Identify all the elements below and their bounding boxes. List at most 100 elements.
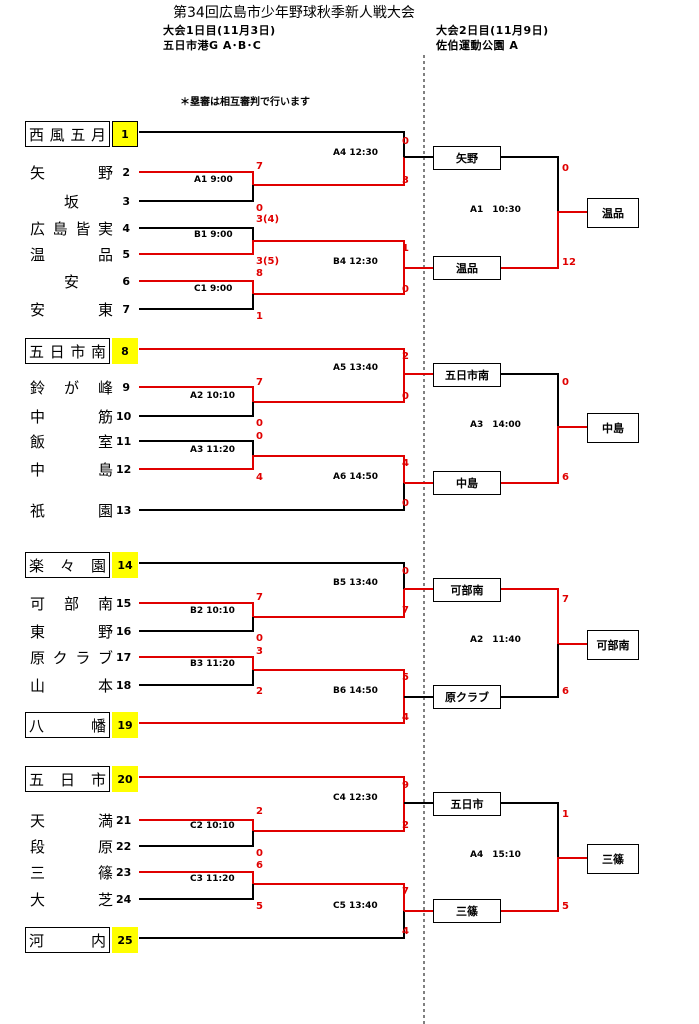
score: 4 — [402, 712, 409, 723]
score: 0 — [256, 431, 263, 442]
score: 0 — [402, 498, 409, 509]
score: 1 — [256, 311, 263, 322]
team-21-name: 天満 — [30, 811, 113, 830]
team-20-name: 五日市 — [25, 766, 110, 792]
day2-label: 大会2日目(11月9日) — [436, 24, 549, 37]
team-11-number: 11 — [116, 435, 132, 448]
score: 0 — [256, 848, 263, 859]
score: 0 — [402, 566, 409, 577]
team-8-name: 五日市南 — [25, 338, 110, 364]
game-label: B1 9:00 — [194, 230, 233, 240]
game-label: B5 13:40 — [333, 578, 378, 588]
team-5-name: 温品 — [30, 245, 113, 264]
score: 0 — [256, 418, 263, 429]
team-14-number: 14 — [112, 552, 138, 578]
team-11-name: 飯室 — [30, 432, 113, 451]
game-label: A3 11:20 — [190, 445, 236, 455]
score: 5 — [256, 901, 263, 912]
game-label: A6 14:50 — [333, 472, 379, 482]
winner-box: 三篠 — [587, 844, 639, 874]
team-10-name: 中筋 — [30, 407, 113, 426]
score: 7 — [402, 886, 409, 897]
team-1-name: 西風五月 — [25, 121, 110, 147]
team-2-name: 矢野 — [30, 163, 113, 182]
team-21-number: 21 — [116, 814, 132, 827]
score: 0 — [402, 284, 409, 295]
team-9-number: 9 — [122, 381, 130, 394]
team-23-name: 三篠 — [30, 863, 113, 882]
score: 8 — [256, 268, 263, 279]
game-label: B2 10:10 — [190, 606, 235, 616]
game-label: B6 14:50 — [333, 686, 378, 696]
round2-team-box: 温品 — [433, 256, 501, 280]
team-22-number: 22 — [116, 840, 132, 853]
score: 2 — [256, 686, 263, 697]
team-25-number: 25 — [112, 927, 138, 953]
game-label: C3 11:20 — [190, 874, 235, 884]
score: 2 — [402, 820, 409, 831]
team-3-name: 坂 — [63, 192, 79, 211]
score: 4 — [256, 472, 263, 483]
score: 2 — [402, 351, 409, 362]
team-6-name: 安 — [63, 272, 79, 291]
game-label: A5 13:40 — [333, 363, 379, 373]
game-label: A2 10:10 — [190, 391, 236, 401]
winner-box: 可部南 — [587, 630, 639, 660]
game-label: C2 10:10 — [190, 821, 235, 831]
score: 7 — [256, 592, 263, 603]
team-22-name: 段原 — [30, 837, 113, 856]
score: 0 — [562, 163, 569, 174]
team-16-number: 16 — [116, 625, 132, 638]
team-17-name: 原クラブ — [30, 648, 113, 667]
team-7-name: 安東 — [30, 300, 113, 319]
score: 6 — [256, 860, 263, 871]
team-15-name: 可部南 — [30, 594, 113, 613]
team-10-number: 10 — [116, 410, 132, 423]
game-label: A4 15:10 — [470, 850, 521, 860]
score: 6 — [562, 472, 569, 483]
score: 12 — [562, 257, 576, 268]
score: 6 — [562, 686, 569, 697]
game-label: A2 11:40 — [470, 635, 521, 645]
score: 0 — [402, 136, 409, 147]
tournament-title: 第34回広島市少年野球秋季新人戦大会 — [173, 5, 415, 21]
score: 3 — [402, 175, 409, 186]
team-24-name: 大芝 — [30, 890, 113, 909]
score: 3 — [256, 646, 263, 657]
game-label: B3 11:20 — [190, 659, 235, 669]
team-18-number: 18 — [116, 679, 132, 692]
round2-team-box: 可部南 — [433, 578, 501, 602]
score: 0 — [562, 377, 569, 388]
team-12-name: 中島 — [30, 460, 113, 479]
team-8-number: 8 — [112, 338, 138, 364]
team-13-number: 13 — [116, 504, 132, 517]
round2-team-box: 原クラブ — [433, 685, 501, 709]
team-16-name: 東野 — [30, 622, 113, 641]
game-label: C5 13:40 — [333, 901, 378, 911]
team-24-number: 24 — [116, 893, 132, 906]
round2-team-box: 中島 — [433, 471, 501, 495]
score: 0 — [402, 391, 409, 402]
team-12-number: 12 — [116, 463, 132, 476]
score: 0 — [256, 633, 263, 644]
score: 2 — [256, 806, 263, 817]
round2-team-box: 五日市 — [433, 792, 501, 816]
team-4-number: 4 — [122, 222, 130, 235]
team-3-number: 3 — [122, 195, 130, 208]
team-23-number: 23 — [116, 866, 132, 879]
score: 3(5) — [256, 256, 280, 267]
score: 1 — [402, 243, 409, 254]
game-label: A3 14:00 — [470, 420, 521, 430]
day1-label: 大会1日目(11月3日) — [163, 24, 276, 37]
team-13-name: 祇園 — [30, 501, 113, 520]
team-14-name: 楽々園 — [25, 552, 110, 578]
team-6-number: 6 — [122, 275, 130, 288]
team-17-number: 17 — [116, 651, 132, 664]
day1-venue: 五日市港G A･B･C — [163, 39, 262, 52]
score: 4 — [402, 458, 409, 469]
team-4-name: 広島皆実 — [30, 219, 113, 238]
score: 4 — [402, 926, 409, 937]
score: 7 — [562, 594, 569, 605]
team-7-number: 7 — [122, 303, 130, 316]
